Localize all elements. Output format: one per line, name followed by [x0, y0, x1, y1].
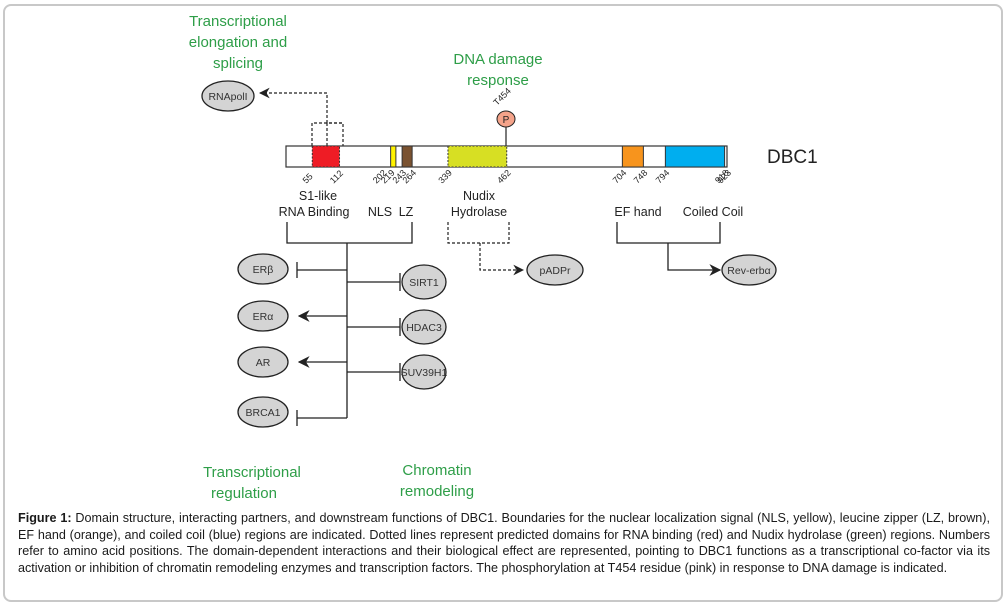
- domain-nls: [390, 145, 397, 168]
- node-hdac3-label: HDAC3: [406, 322, 442, 334]
- label-rna-binding: RNA Binding: [279, 205, 350, 219]
- position-label: 55: [301, 171, 315, 185]
- inhibit-erb: [296, 262, 347, 278]
- position-label: 794: [654, 168, 672, 186]
- domain-rna: [311, 145, 341, 168]
- caption-label: Figure 1:: [18, 511, 72, 525]
- function-dna-damage-line2: response: [467, 72, 529, 89]
- node-rnapol-label: RNApolI: [208, 91, 247, 103]
- node-sirt1-label: SIRT1: [409, 277, 439, 289]
- reverb-arrow: [616, 222, 720, 270]
- inhibit-brca1: [296, 410, 347, 426]
- node-era-label: ERα: [253, 311, 274, 323]
- function-elongation-line3: splicing: [213, 55, 263, 72]
- phospho-site-label: T454: [491, 86, 513, 108]
- label-ef-hand: EF hand: [614, 205, 661, 219]
- position-label: 704: [611, 168, 629, 186]
- node-padpr-label: pADPr: [540, 265, 571, 277]
- figure-frame: [3, 4, 1003, 602]
- function-transcriptional-regulation-line2: regulation: [211, 485, 277, 502]
- node-erb: [237, 253, 289, 285]
- node-hdac3: [401, 309, 447, 345]
- node-erb-label: ERβ: [253, 264, 274, 276]
- protein-name: DBC1: [767, 147, 818, 168]
- function-chromatin-line2: remodeling: [400, 483, 474, 500]
- function-elongation-line2: elongation and: [189, 34, 287, 51]
- node-ar-label: AR: [256, 357, 271, 369]
- function-elongation-line1: Transcriptional: [189, 13, 287, 30]
- node-sirt1: [401, 264, 447, 300]
- domain-nudix: [447, 145, 508, 168]
- node-suv39h1: [401, 354, 447, 390]
- rna-binding-dashed-bracket: [326, 122, 342, 146]
- figure-caption: Figure 1: Domain structure, interacting …: [18, 510, 990, 576]
- label-lz: LZ: [399, 205, 414, 219]
- node-suv39h1-label: SUV39H1: [401, 367, 448, 379]
- node-reverb-label: Rev-erbα: [727, 265, 770, 277]
- label-nudix: Nudix: [463, 189, 496, 203]
- rnapol-dashed-arrow: [260, 93, 344, 146]
- label-coiled-coil: Coiled Coil: [683, 205, 743, 219]
- protein-bar: [285, 145, 728, 168]
- domain-lz: [401, 145, 413, 168]
- label-s1-like: S1-like: [299, 189, 337, 203]
- function-dna-damage-line1: DNA damage: [453, 51, 542, 68]
- inhibit-suv39h1: [347, 363, 401, 381]
- phospho-symbol: P: [503, 115, 510, 126]
- phospho-site-icon: [496, 110, 516, 128]
- position-label: 748: [632, 168, 650, 186]
- node-padpr: [526, 254, 584, 286]
- label-nls: NLS: [368, 205, 392, 219]
- domain-ef: [621, 145, 644, 168]
- inhibit-hdac3: [347, 318, 401, 336]
- position-label: 112: [328, 168, 345, 185]
- dbc1-diagram: Transcriptional elongation and splicing …: [189, 13, 818, 502]
- regulation-tree: [286, 222, 413, 418]
- position-label: 462: [495, 168, 513, 186]
- function-chromatin-line1: Chromatin: [402, 462, 471, 479]
- function-transcriptional-regulation-line1: Transcriptional: [203, 464, 301, 481]
- caption-text: Domain structure, interacting partners, …: [18, 511, 990, 575]
- node-era: [237, 300, 289, 332]
- domain-cc: [664, 145, 726, 168]
- label-hydrolase: Hydrolase: [451, 205, 507, 219]
- position-label: 339: [436, 168, 454, 186]
- node-ar: [237, 346, 289, 378]
- node-brca1-label: BRCA1: [245, 407, 280, 419]
- node-brca1: [237, 396, 289, 428]
- padpr-dashed-arrow: [447, 222, 523, 270]
- inhibit-sirt1: [347, 273, 401, 291]
- node-reverb: [721, 254, 777, 286]
